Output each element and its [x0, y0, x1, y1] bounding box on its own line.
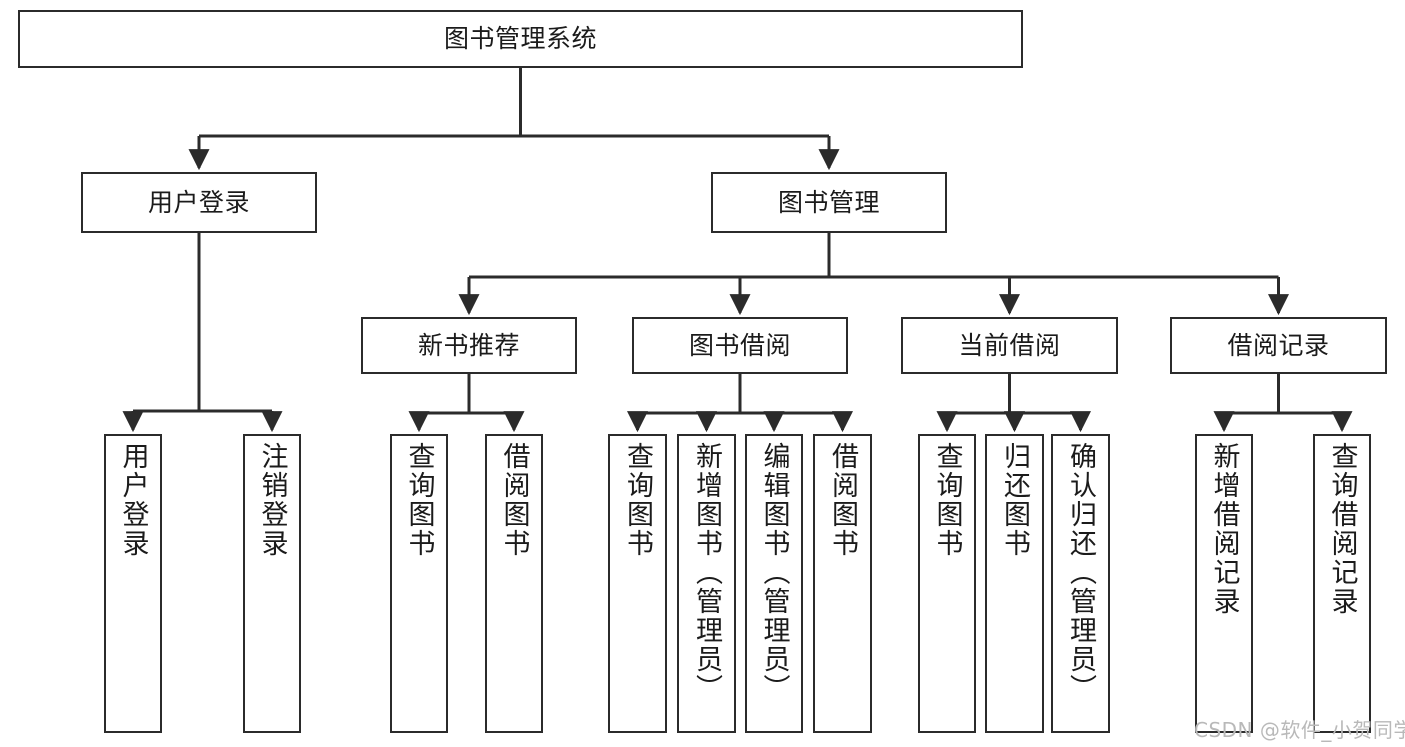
node-label: 新增借阅记录 [1208, 442, 1240, 616]
node-new-book-recommend: 新书推荐 [361, 317, 577, 374]
node-label: 新书推荐 [417, 330, 520, 360]
node-leaf-confirm-return: 确认归还（管理员） [1051, 434, 1110, 733]
node-book-management: 图书管理 [711, 172, 947, 233]
node-leaf-query-book: 查询图书 [608, 434, 667, 733]
node-label: 借阅图书 [827, 442, 858, 558]
node-leaf-logout: 注销登录 [243, 434, 301, 733]
node-current-borrow: 当前借阅 [901, 317, 1118, 374]
node-leaf-return-book: 归还图书 [985, 434, 1044, 733]
node-label: 新增图书（管理员） [691, 442, 722, 703]
node-label: 注销登录 [256, 442, 288, 558]
node-leaf-borrow-book: 借阅图书 [813, 434, 872, 733]
node-label: 借阅图书 [498, 442, 530, 558]
node-label: 图书管理系统 [443, 24, 597, 54]
node-leaf-add-record: 新增借阅记录 [1195, 434, 1253, 733]
node-label: 用户登录 [117, 442, 149, 558]
node-label: 查询图书 [931, 442, 963, 558]
node-leaf-borrow-book-rec: 借阅图书 [485, 434, 543, 733]
node-label: 查询图书 [622, 442, 653, 558]
node-leaf-query-book-rec: 查询图书 [390, 434, 448, 733]
node-label: 编辑图书（管理员） [758, 442, 790, 703]
node-leaf-query-record: 查询借阅记录 [1313, 434, 1371, 733]
node-label: 当前借阅 [958, 330, 1061, 360]
node-book-borrow: 图书借阅 [632, 317, 848, 374]
node-user-login: 用户登录 [81, 172, 317, 233]
node-label: 归还图书 [999, 442, 1030, 558]
node-label: 图书借阅 [688, 330, 791, 360]
node-label: 查询图书 [403, 442, 435, 558]
node-leaf-user-login: 用户登录 [104, 434, 162, 733]
node-root: 图书管理系统 [18, 10, 1023, 68]
node-label: 查询借阅记录 [1326, 442, 1358, 616]
node-leaf-query-book-cur: 查询图书 [918, 434, 976, 733]
node-leaf-add-book: 新增图书（管理员） [677, 434, 736, 733]
node-leaf-edit-book: 编辑图书（管理员） [745, 434, 803, 733]
node-borrow-record: 借阅记录 [1170, 317, 1387, 374]
node-label: 用户登录 [147, 187, 250, 217]
node-label: 确认归还（管理员） [1065, 442, 1096, 703]
node-label: 图书管理 [777, 187, 880, 217]
node-label: 借阅记录 [1227, 330, 1330, 360]
watermark-text: CSDN @软件_小贺同学 [1194, 718, 1405, 742]
